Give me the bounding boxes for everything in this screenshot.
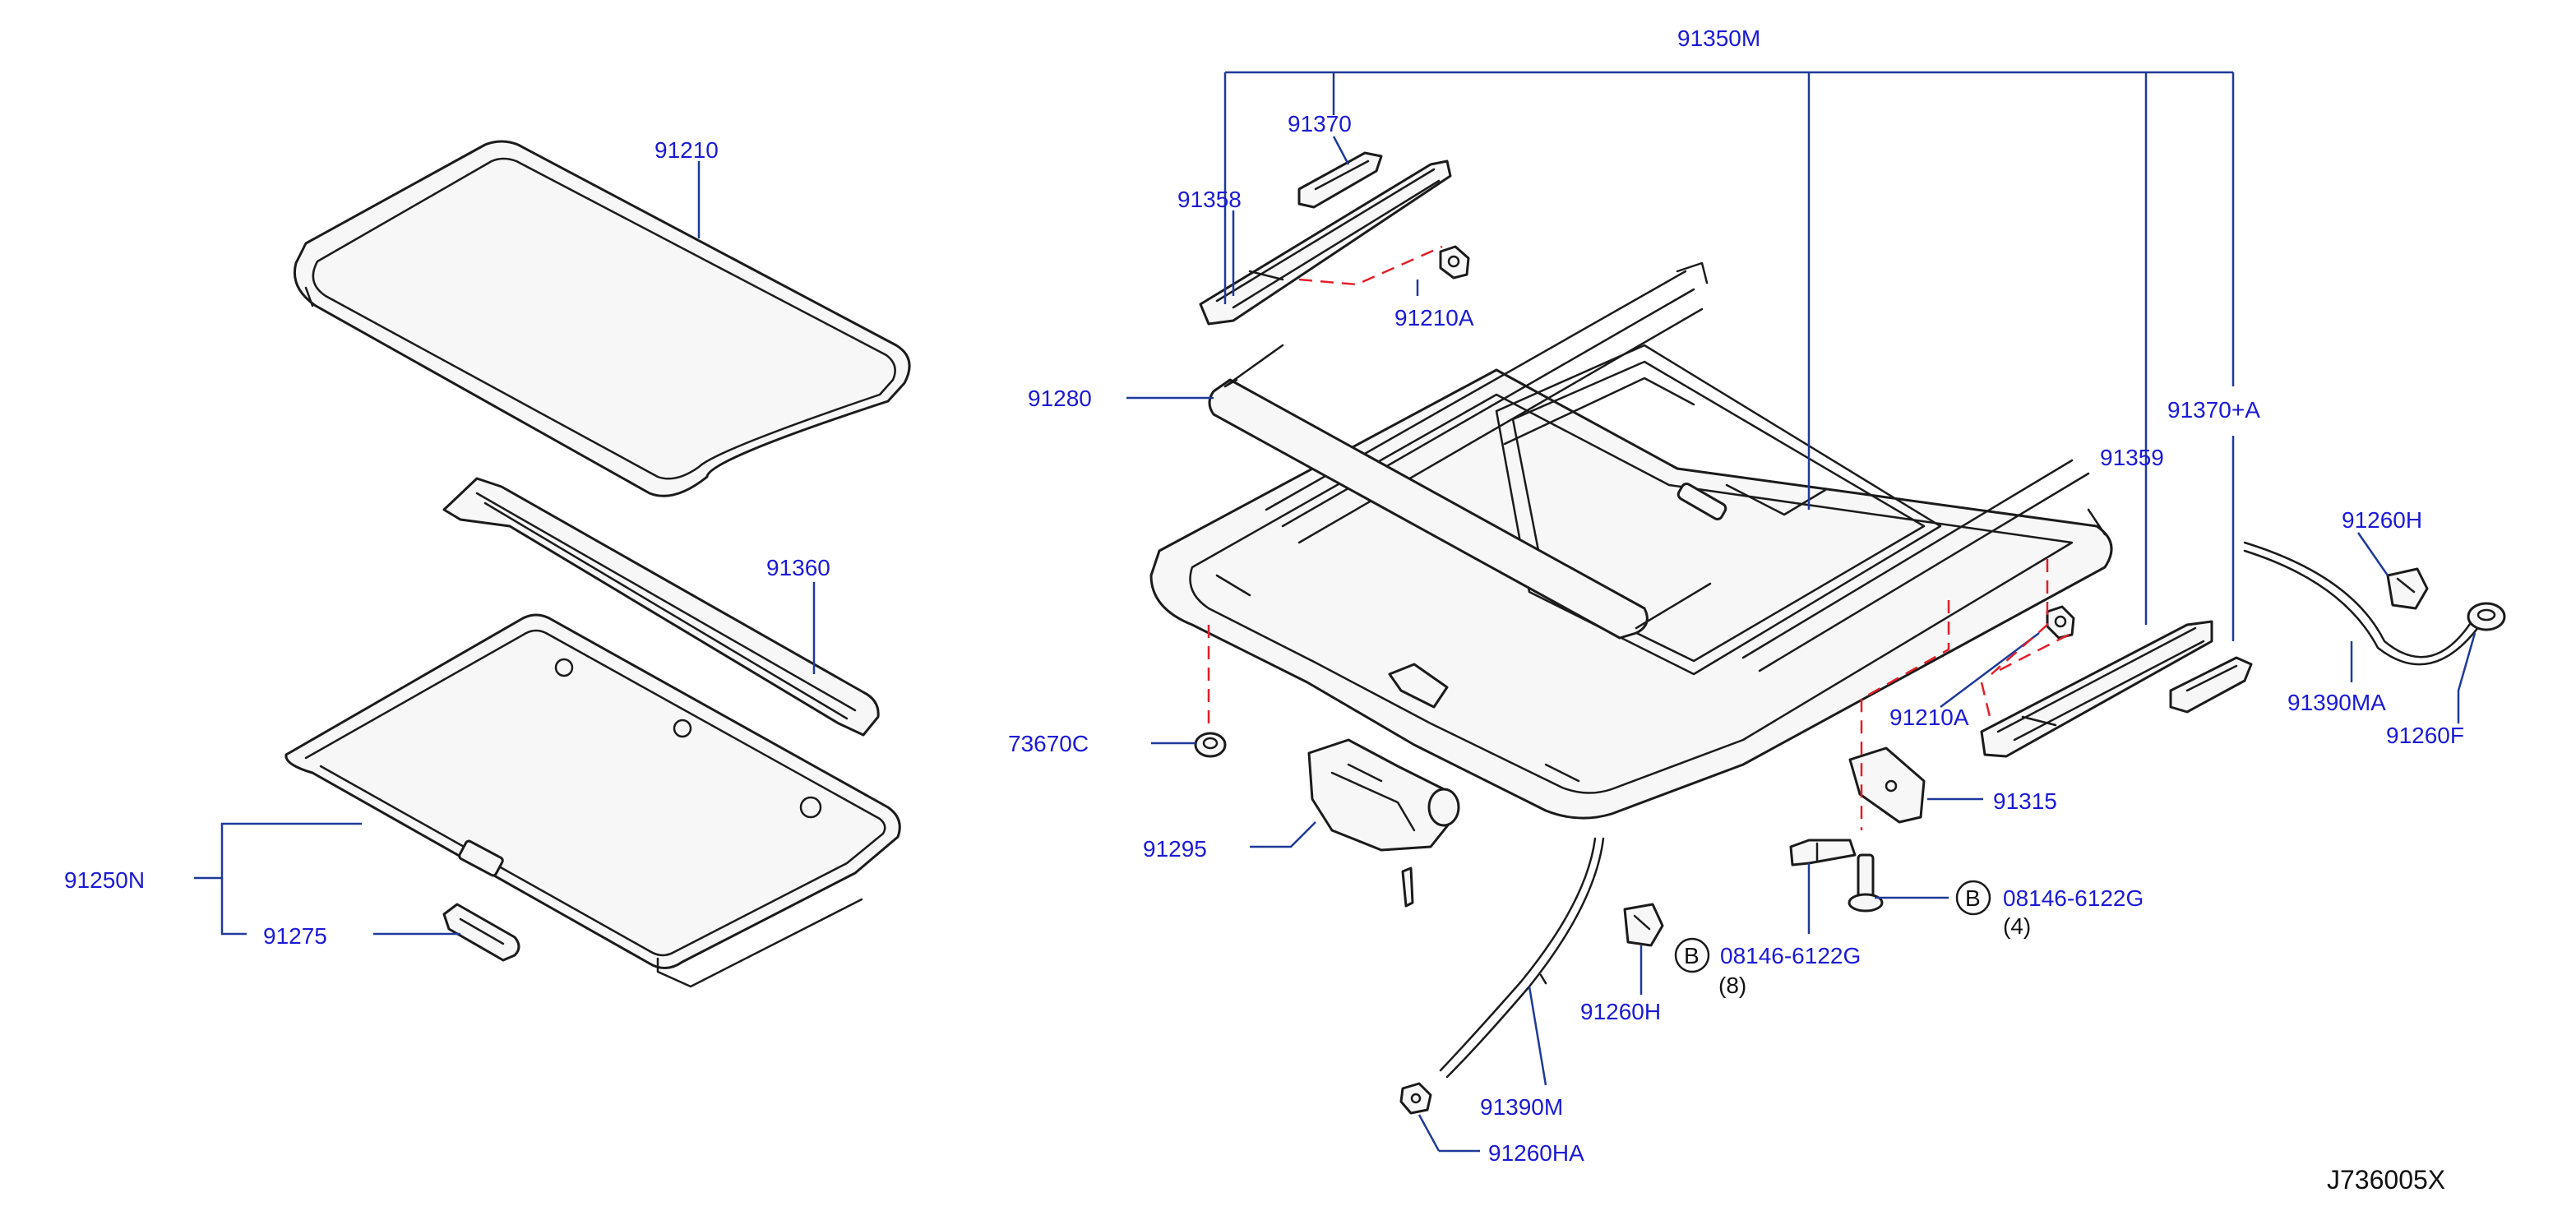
label-91350m[interactable]: 91350M xyxy=(1677,25,1760,51)
hose-clamp-91260ha[interactable] xyxy=(1399,1082,1432,1115)
label-91390m[interactable]: 91390M xyxy=(1480,1094,1563,1120)
label-91260ha[interactable]: 91260HA xyxy=(1488,1140,1584,1166)
label-91359[interactable]: 91359 xyxy=(2100,445,2164,470)
drain-hose-91390m[interactable] xyxy=(1439,837,1605,1079)
left-link-arm[interactable] xyxy=(1297,151,1383,209)
label-91250n[interactable]: 91250N xyxy=(64,867,145,893)
bolt-b-circle-right xyxy=(1955,880,1991,916)
sunshade-handle[interactable] xyxy=(442,903,520,962)
right-guide-rail[interactable] xyxy=(1980,620,2213,758)
label-73670c[interactable]: 73670C xyxy=(1008,731,1089,756)
label-91260f[interactable]: 91260F xyxy=(2386,723,2464,748)
label-08146-left[interactable]: 08146-6122G xyxy=(1720,943,1861,968)
wind-deflector[interactable] xyxy=(442,477,880,737)
bolt-08146-left[interactable] xyxy=(1789,839,1857,866)
left-guide-rail[interactable] xyxy=(1199,159,1452,326)
label-91210a-top[interactable]: 91210A xyxy=(1394,305,1474,330)
drawing-code: J736005X xyxy=(2327,1165,2445,1195)
label-08146-right[interactable]: 08146-6122G xyxy=(2003,885,2144,911)
label-91295[interactable]: 91295 xyxy=(1143,836,1207,862)
label-91390ma[interactable]: 91390MA xyxy=(2287,690,2386,715)
bolt-08146-right[interactable] xyxy=(1848,853,1884,913)
label-91370a[interactable]: 91370+A xyxy=(2167,397,2260,423)
label-91210a-mid[interactable]: 91210A xyxy=(1889,705,1969,730)
label-91280[interactable]: 91280 xyxy=(1028,386,1092,411)
bracket-91315[interactable] xyxy=(1848,746,1926,824)
label-91260h-right[interactable]: 91260H xyxy=(2342,507,2422,533)
shade-roller-bar[interactable] xyxy=(1208,344,1712,640)
bolt-91210a-mid[interactable] xyxy=(2046,605,2075,640)
glass-panel[interactable] xyxy=(293,140,911,497)
grommet-73670c[interactable] xyxy=(1194,732,1227,758)
bolt-b-circle-left xyxy=(1674,937,1710,973)
qty-right: (4) xyxy=(2003,913,2031,939)
clip-91260h-low[interactable] xyxy=(1623,903,1664,947)
sunroof-frame[interactable] xyxy=(1149,261,2113,820)
grommet-91260f[interactable] xyxy=(2467,602,2506,631)
part-labels: 91210 91360 91250N 91275 91350M 91370 91… xyxy=(64,25,2464,1195)
assembly-dashed-lines xyxy=(1207,245,2073,830)
bolt-91210a-top[interactable] xyxy=(1439,245,1470,280)
sunshade-panel[interactable] xyxy=(284,613,901,988)
label-91275[interactable]: 91275 xyxy=(263,923,327,949)
sunroof-motor[interactable] xyxy=(1307,738,1460,908)
leader-lines xyxy=(194,71,2477,1153)
label-91370[interactable]: 91370 xyxy=(1288,111,1352,136)
label-91315[interactable]: 91315 xyxy=(1993,788,2057,814)
qty-left: (8) xyxy=(1718,973,1746,998)
label-91360[interactable]: 91360 xyxy=(766,555,830,580)
label-91210[interactable]: 91210 xyxy=(654,137,719,163)
label-91260h-low[interactable]: 91260H xyxy=(1580,999,1661,1024)
clip-91260h-right[interactable] xyxy=(2386,567,2429,610)
bolt-letter-left: B xyxy=(1684,943,1700,968)
right-link-arm[interactable] xyxy=(2169,656,2253,714)
label-91358[interactable]: 91358 xyxy=(1177,187,1242,212)
drain-hose-91390ma[interactable] xyxy=(2243,541,2483,666)
bolt-letter-right: B xyxy=(1965,885,1981,911)
